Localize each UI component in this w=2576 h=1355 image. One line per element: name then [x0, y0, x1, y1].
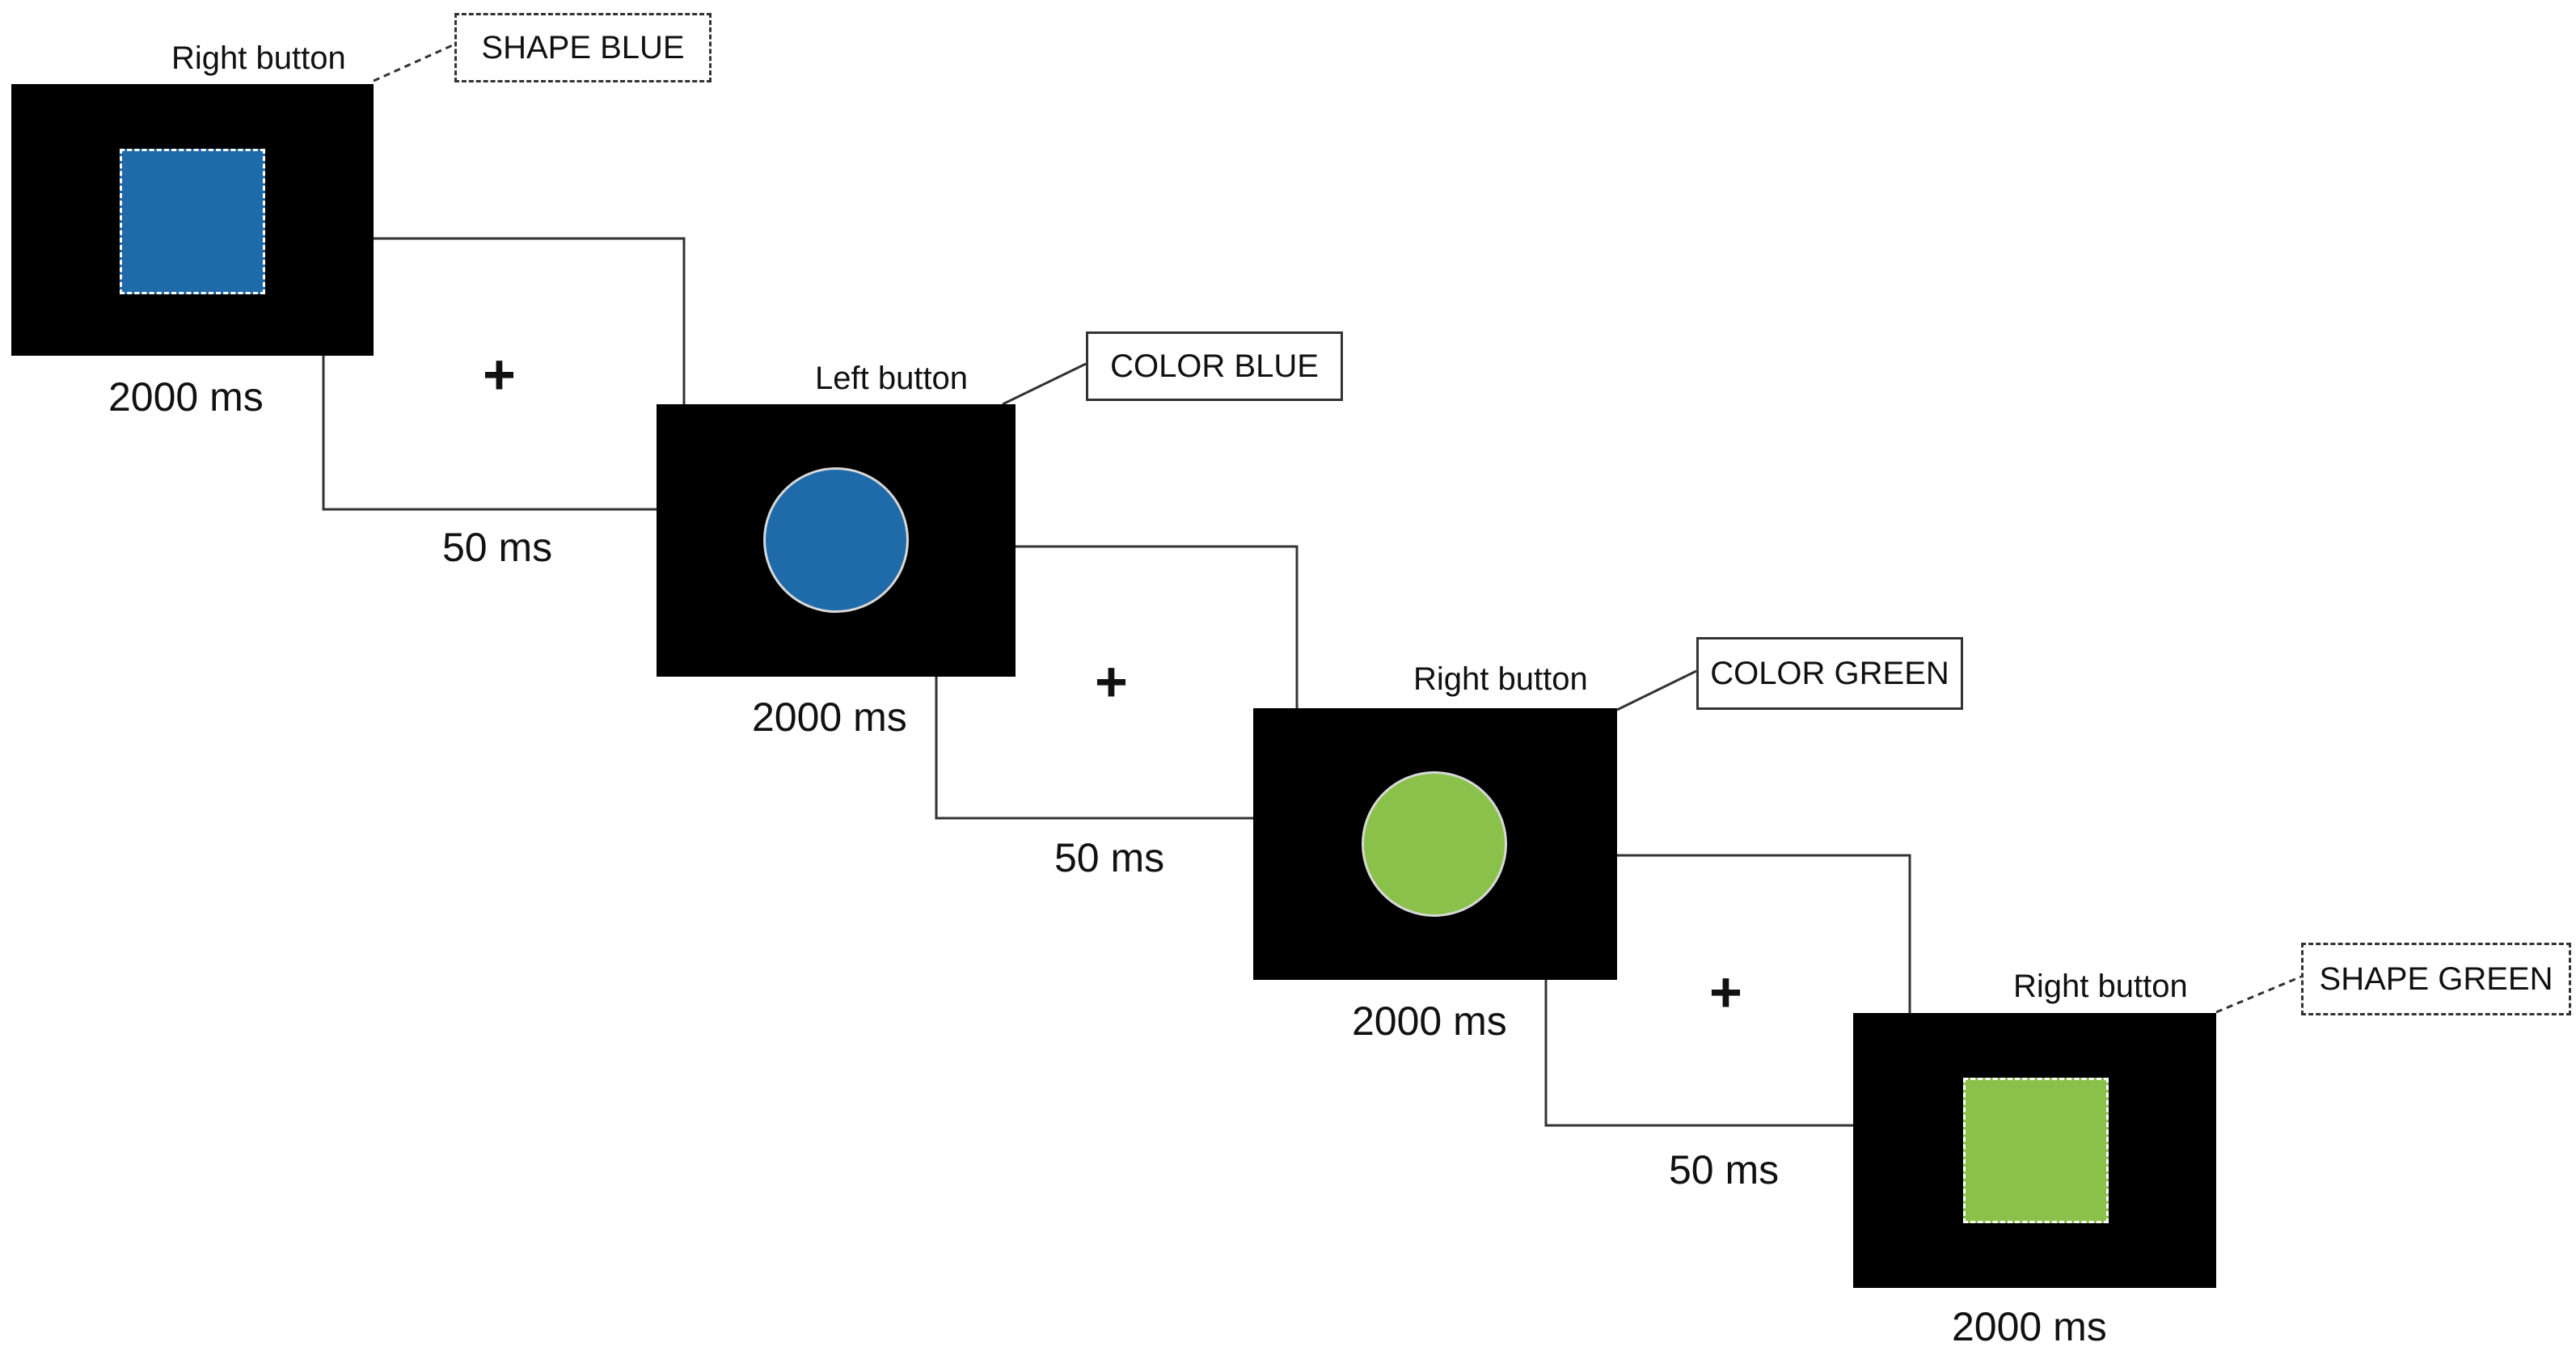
fixation-duration: 50 ms — [1669, 1147, 1780, 1192]
response-button-label: Left button — [815, 361, 969, 396]
stimulus-screen — [657, 404, 1016, 677]
response-button-label: Right button — [2013, 969, 2188, 1004]
green-circle-stimulus — [1362, 771, 1507, 917]
fixation-cross: + — [1709, 960, 1742, 1024]
stimulus-duration: 2000 ms — [752, 694, 907, 740]
fixation-cross: + — [1095, 650, 1128, 713]
callout-leader-4 — [2215, 975, 2302, 1014]
callout-leader-1 — [373, 43, 455, 82]
fixation-duration: 50 ms — [1054, 835, 1165, 880]
stimulus-duration: 2000 ms — [1352, 998, 1507, 1044]
rule-callout: SHAPE GREEN — [2301, 943, 2571, 1015]
response-button-label: Right button — [1413, 661, 1588, 697]
fixation-frame-1 — [374, 237, 686, 404]
rule-callout: SHAPE BLUE — [454, 13, 712, 82]
stimulus-screen — [1853, 1013, 2216, 1288]
fixation-frame-2 — [1016, 545, 1299, 708]
response-button-label: Right button — [171, 40, 346, 76]
stimulus-duration: 2000 ms — [108, 374, 264, 420]
blue-circle-stimulus — [763, 467, 909, 613]
stimulus-duration: 2000 ms — [1952, 1304, 2107, 1349]
rule-callout: COLOR BLUE — [1086, 331, 1343, 401]
fixation-frame-2-bottom — [935, 677, 1253, 820]
stimulus-screen — [1253, 708, 1617, 980]
green-square-stimulus — [1963, 1078, 2109, 1223]
fixation-frame-1-bottom — [322, 356, 657, 511]
stimulus-screen — [11, 84, 374, 356]
rule-callout: COLOR GREEN — [1696, 637, 1963, 710]
fixation-duration: 50 ms — [442, 525, 553, 570]
fixation-cross: + — [483, 343, 516, 406]
blue-square-stimulus — [120, 149, 265, 294]
callout-leader-2 — [1002, 362, 1087, 406]
callout-leader-3 — [1616, 669, 1697, 711]
fixation-frame-3 — [1617, 854, 1911, 1013]
fixation-frame-3-bottom — [1544, 980, 1853, 1127]
